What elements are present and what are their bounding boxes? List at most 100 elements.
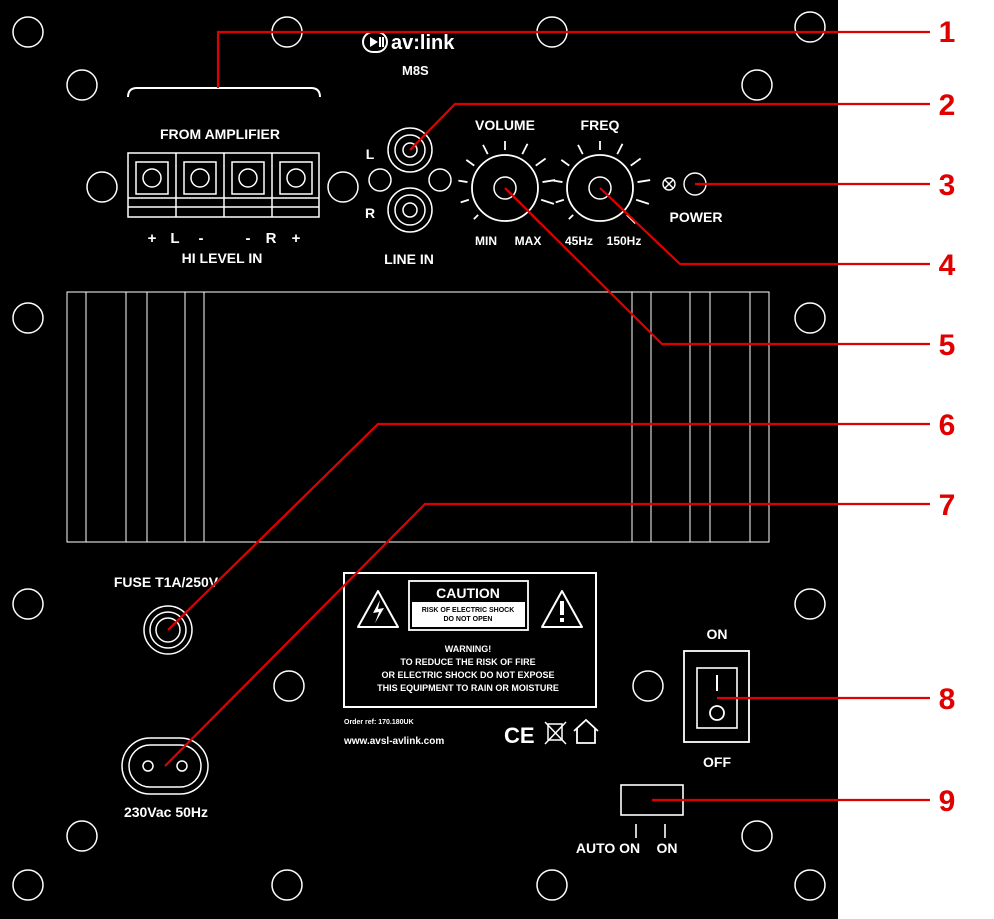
terminal-mark: - [199,230,204,247]
rca-jack-right[interactable] [387,187,433,233]
amplifier-bracket [127,87,321,98]
fuse-holder[interactable] [143,605,193,655]
led-symbol-icon [662,177,676,191]
terminal-screw[interactable] [279,161,313,195]
mounting-hole [741,820,773,852]
terminal-screw[interactable] [135,161,169,195]
callout-number: 4 [939,249,956,282]
mounting-hole [66,820,98,852]
logo-text: av:link [391,32,455,54]
volume-knob[interactable] [458,141,556,224]
knob-scale-tick [630,157,642,167]
line-l-label: L [366,146,375,162]
mounting-hole [12,16,44,48]
knob-scale-tick [521,143,529,155]
lightning-warning-icon [357,590,399,628]
caution-title: CAUTION [436,585,500,601]
mounting-hole [536,869,568,901]
knob-scale-tick [460,198,470,204]
callout-number: 7 [939,489,956,522]
power-indicator [662,172,707,196]
knob-scale-tick [458,179,468,183]
fuse-label: FUSE T1A/250V [114,574,219,590]
power-rocker-switch[interactable] [683,650,750,743]
knob-scale-tick [553,179,563,183]
caution-sub2: DO NOT OPEN [443,616,492,623]
knob-scale-tick [482,144,489,155]
speaker-terminal-block [127,152,320,218]
ce-mark: CE [504,723,535,748]
callout-leader-4 [599,187,930,266]
knob-scale-tick [568,214,574,220]
warning-title: WARNING! [445,644,492,654]
indoor-use-icon [573,718,599,744]
terminal-marks: + L - - R + [148,230,301,247]
mounting-hole [273,670,305,702]
terminal-mark: R [266,230,277,247]
warning-line3: THIS EQUIPMENT TO RAIN OR MOISTURE [377,683,559,693]
mounting-holes [12,11,826,901]
knob-scale-tick [555,198,565,204]
knob-scale-tick [540,198,555,205]
knob-scale-tick [473,214,479,220]
mounting-hole [632,670,664,702]
freq-label: FREQ [581,117,620,133]
knob-scale-tick [635,198,650,205]
knob-scale-tick [577,144,584,155]
knob-scale-tick [465,159,475,167]
knob-scale-tick [542,179,556,183]
hi-level-in-label: HI LEVEL IN [182,250,263,266]
callout-number: 9 [939,785,956,818]
knob-scale-tick [535,157,547,167]
freq-high-label: 150Hz [607,234,642,248]
terminal-mark: + [292,230,301,247]
knob-scale-tick [616,143,624,155]
mounting-hole [794,869,826,901]
mounting-hole [794,11,826,43]
callout-leader-7 [164,502,930,767]
callout-numbers: 1 2 3 4 5 6 7 8 9 [939,16,956,818]
knob-scale-tick [560,159,570,167]
mounting-hole [12,302,44,334]
callout-number: 6 [939,409,956,442]
caution-sub1: RISK OF ELECTRIC SHOCK [422,607,515,614]
callout-leader-2 [409,102,930,151]
terminal-screw[interactable] [183,161,217,195]
mounting-hole [12,869,44,901]
terminal-mark: - [246,230,251,247]
rca-jack-left[interactable] [387,127,433,173]
volume-label: VOLUME [475,117,535,133]
order-ref: Order ref: 170.180UK [344,719,414,726]
terminal-screw[interactable] [231,161,265,195]
from-amplifier-label: FROM AMPLIFIER [160,126,280,142]
mounting-hole [327,171,359,203]
knob-scale-tick [637,179,651,183]
mode-on-label: ON [657,840,678,856]
volume-max-label: MAX [515,234,542,248]
volume-min-label: MIN [475,234,497,248]
switch-off-label: OFF [703,754,731,770]
line-r-label: R [365,205,375,221]
mains-socket[interactable] [121,737,209,795]
callout-leader-1 [216,30,930,88]
mounting-hole [794,588,826,620]
auto-on-label: AUTO ON [576,840,640,856]
mounting-hole [794,302,826,334]
weee-bin-icon [544,721,567,745]
terminal-mark: L [170,230,179,247]
callout-number: 2 [939,89,956,122]
mounting-hole [741,69,773,101]
callout-number: 1 [939,16,956,49]
warning-line2: OR ELECTRIC SHOCK DO NOT EXPOSE [381,670,554,680]
brand-logo: av:link M8S [362,31,455,78]
caution-label: CAUTION RISK OF ELECTRIC SHOCK DO NOT OP… [343,572,597,708]
switch-on-label: ON [707,626,728,642]
auto-on-slide-switch[interactable] [620,784,684,838]
freq-low-label: 45Hz [565,234,593,248]
exclamation-warning-icon [541,590,583,628]
callout-leader-5 [504,187,930,346]
mounting-hole [12,588,44,620]
freq-knob[interactable] [553,141,651,224]
power-label: POWER [670,209,723,225]
